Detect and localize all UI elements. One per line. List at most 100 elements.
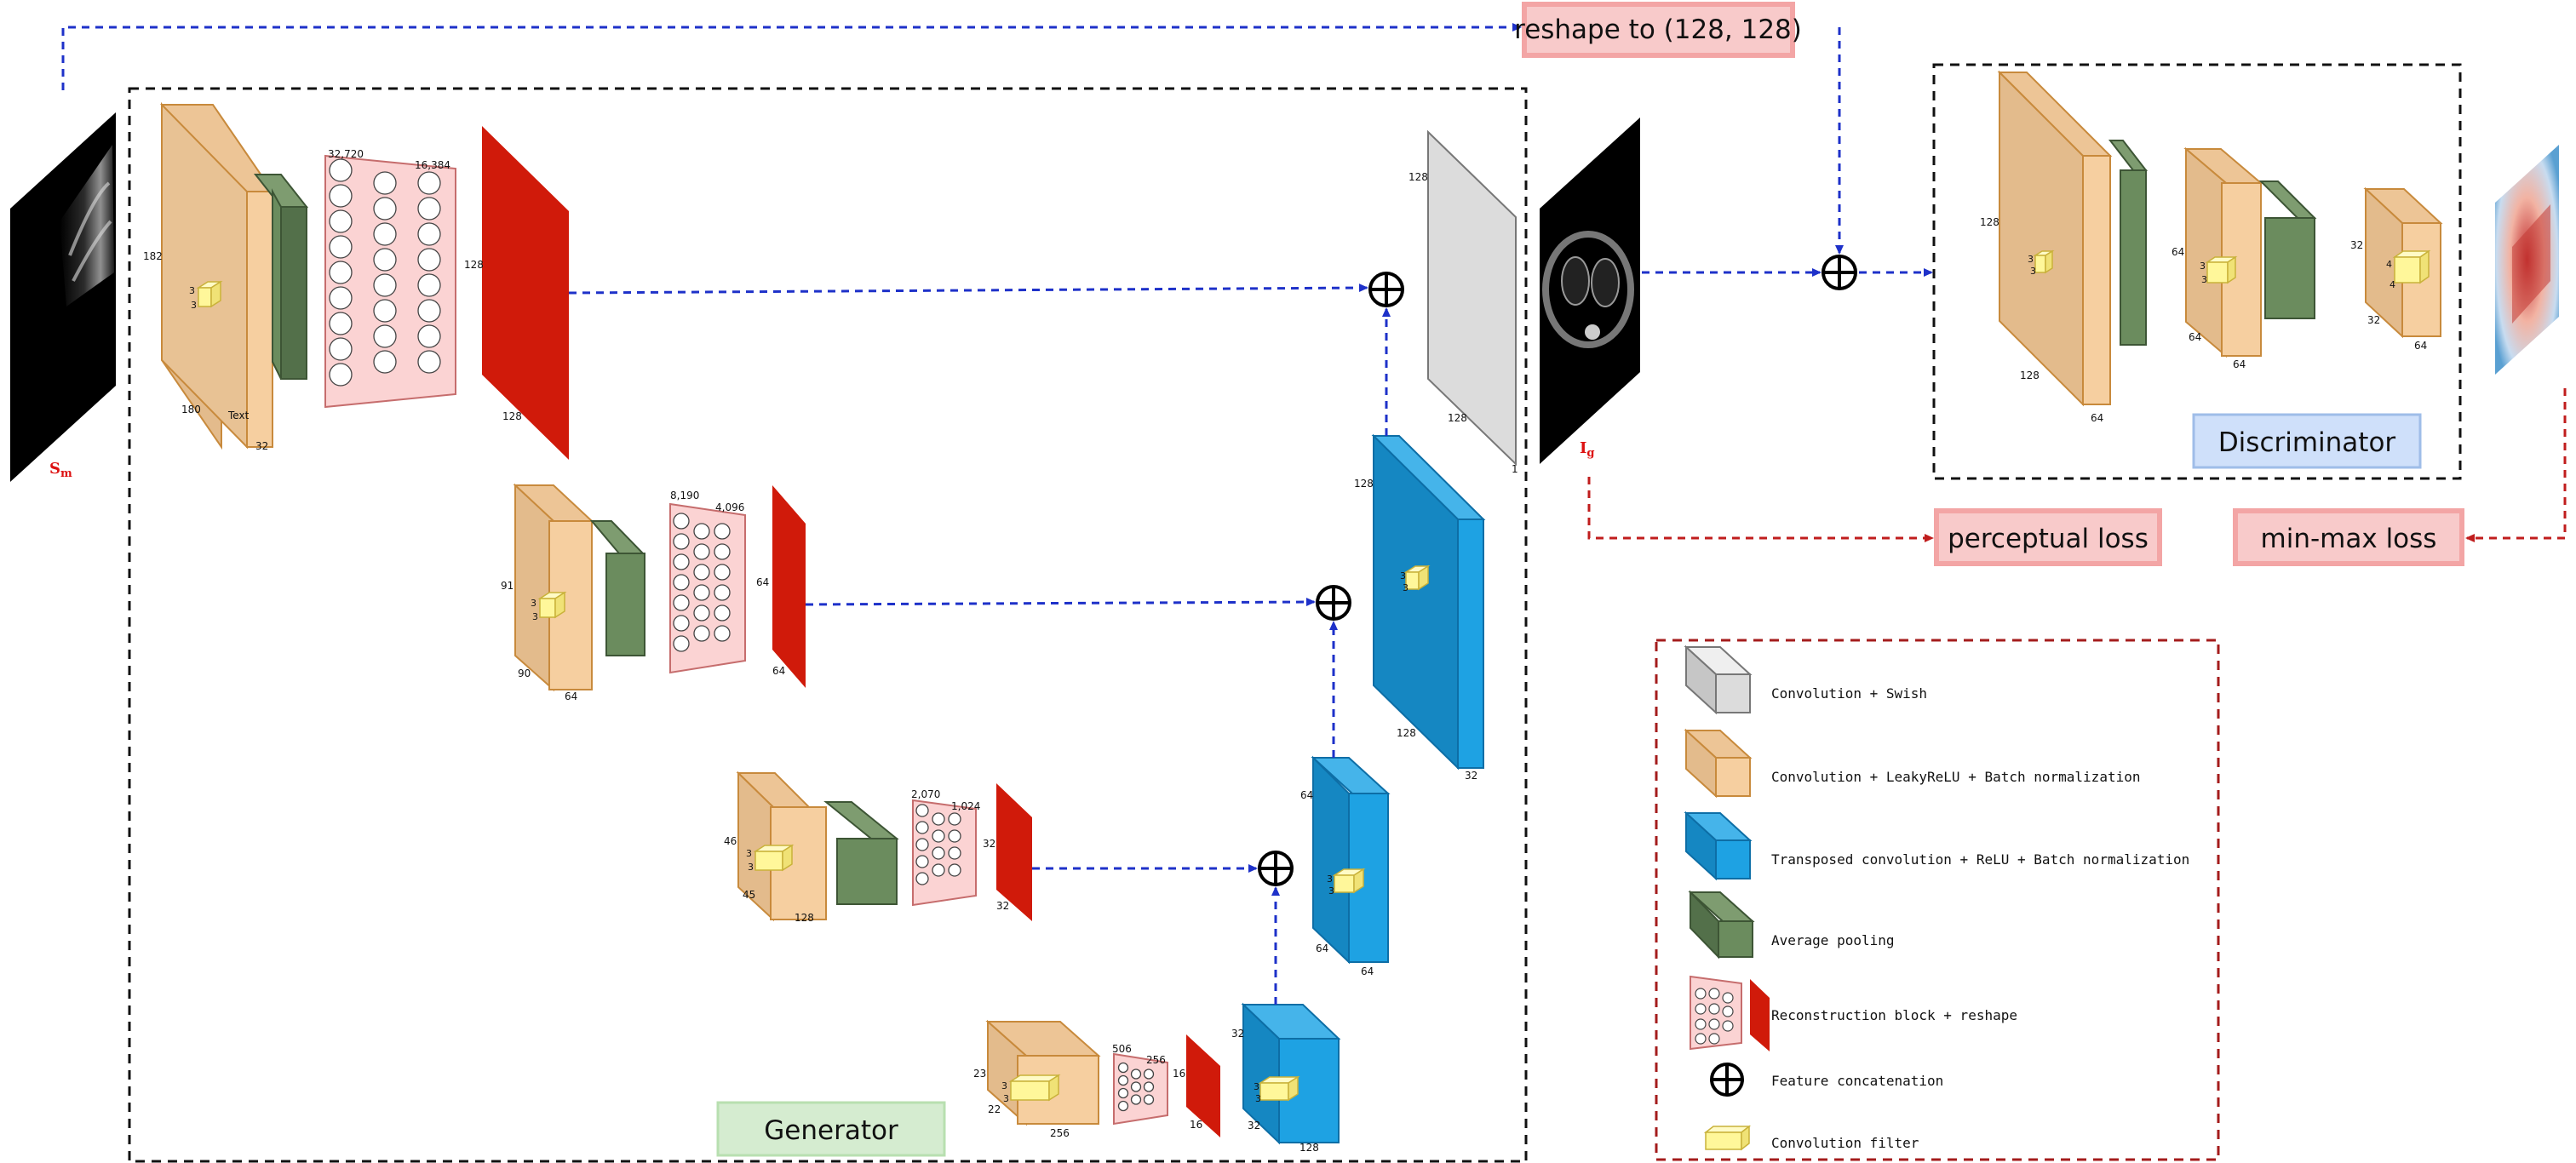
dec1-tconv-block <box>1241 1002 1341 1145</box>
enc3-filter <box>753 844 795 872</box>
disc3-filter-w: 4 <box>2390 279 2395 290</box>
enc2-neuron <box>673 574 690 591</box>
dec2-dim-h: 64 <box>1300 789 1313 801</box>
enc2-rb-out: 4,096 <box>715 501 744 513</box>
generated-image-label: Ig <box>1580 439 1595 460</box>
enc4-neuron <box>1117 1062 1129 1074</box>
enc4-filter <box>1008 1074 1061 1102</box>
dec2-filter-w: 3 <box>1328 885 1334 897</box>
enc1-neuron <box>373 324 397 348</box>
enc1-neuron <box>329 312 353 335</box>
enc3-neuron <box>932 829 945 843</box>
svg-text:perceptual loss: perceptual loss <box>1948 524 2149 554</box>
enc4-filter-w: 3 <box>1003 1093 1009 1104</box>
enc3-reshape-h: 32 <box>983 838 995 850</box>
enc4-rb-out: 256 <box>1146 1054 1166 1066</box>
dec2-filter-h: 3 <box>1327 874 1333 885</box>
enc2-neuron <box>693 543 710 560</box>
legend-text-2: Convolution + LeakyReLU + Batch normaliz… <box>1771 769 2140 785</box>
enc3-reshape-plane <box>996 783 1032 921</box>
enc3-filter-w: 3 <box>748 862 754 873</box>
enc2-conv-block <box>513 483 594 692</box>
enc1-neuron <box>329 363 353 387</box>
enc1-neuron <box>329 184 353 208</box>
enc3-neuron <box>915 855 929 868</box>
enc1-conv-block <box>160 101 274 450</box>
enc2-dim-h: 91 <box>501 580 513 592</box>
enc1-neuron <box>329 209 353 233</box>
legend-reconstruction-block-icon <box>1690 975 1770 1051</box>
enc3-dim-h: 46 <box>724 835 737 847</box>
disc3-dim-h: 32 <box>2350 239 2363 251</box>
concat-icon-disc-input <box>1822 255 1857 290</box>
enc2-rb-in: 8,190 <box>670 490 699 501</box>
enc2-neuron <box>714 543 731 560</box>
dec1-filter-w: 3 <box>1255 1093 1261 1104</box>
svg-text:min-max loss: min-max loss <box>2261 524 2437 554</box>
dec3-dim-c: 32 <box>1465 770 1477 782</box>
enc2-neuron <box>693 564 710 581</box>
enc1-neuron <box>329 235 353 259</box>
enc4-filter-h: 3 <box>1001 1080 1007 1091</box>
enc3-reshape-w: 32 <box>996 900 1009 912</box>
enc2-neuron <box>714 584 731 601</box>
enc2-neuron <box>673 615 690 632</box>
dec1-filter <box>1258 1075 1300 1102</box>
enc2-reshape-h: 64 <box>756 576 769 588</box>
dec3-dim-w: 128 <box>1397 727 1416 739</box>
enc2-neuron <box>673 533 690 550</box>
enc2-reshape-plane <box>772 485 806 688</box>
minmax-loss-box: min-max loss <box>2233 508 2464 566</box>
enc2-neuron <box>714 625 731 642</box>
enc3-dim-c: 128 <box>795 912 814 924</box>
enc3-neuron <box>915 838 929 851</box>
disc1-dim-w: 128 <box>2020 370 2040 381</box>
enc1-neuron <box>417 299 441 323</box>
generator-frame <box>128 87 1528 1163</box>
enc1-neuron <box>373 197 397 221</box>
enc2-neuron <box>693 604 710 622</box>
enc4-rb-in: 506 <box>1112 1043 1132 1055</box>
enc2-filter-w: 3 <box>532 611 538 622</box>
enc3-neuron <box>932 863 945 877</box>
enc3-neuron <box>915 821 929 834</box>
enc4-neuron <box>1117 1087 1129 1099</box>
enc3-neuron <box>915 872 929 885</box>
enc4-reshape-w: 16 <box>1190 1119 1202 1131</box>
svg-text:Generator: Generator <box>764 1115 898 1146</box>
enc2-neuron <box>673 513 690 530</box>
enc3-rb-in: 2,070 <box>911 788 940 800</box>
reshape-box: reshape to (128, 128) <box>1514 2 1802 58</box>
enc1-dim-w: 180 <box>181 404 201 415</box>
enc4-neuron <box>1117 1100 1129 1112</box>
enc3-neuron <box>948 846 961 860</box>
skip-arrow-level1 <box>568 284 1368 295</box>
dec1-dim-c: 128 <box>1299 1142 1319 1154</box>
enc4-reshape-h: 16 <box>1173 1068 1185 1080</box>
enc1-reshape-plane <box>482 126 569 460</box>
reconstruction-neurons <box>329 158 1155 1112</box>
enc2-neuron <box>693 523 710 540</box>
enc1-neuron <box>373 222 397 246</box>
perceptual-loss-arrow <box>1587 477 1934 542</box>
enc1-neuron <box>373 273 397 297</box>
enc1-filter-w: 3 <box>191 300 197 311</box>
enc4-dim-h: 23 <box>973 1068 986 1080</box>
perceptual-loss-box: perceptual loss <box>1934 508 2162 566</box>
enc1-neuron <box>373 171 397 195</box>
disc1-pool-block <box>2108 140 2149 346</box>
enc1-rb-in: 32,720 <box>328 148 364 160</box>
enc1-neuron <box>417 324 441 348</box>
enc1-rb-out: 16,384 <box>415 159 450 171</box>
legend-text-1: Convolution + Swish <box>1771 685 1927 702</box>
concat-icon-gen-level1 <box>1368 272 1404 307</box>
enc3-neuron <box>948 863 961 877</box>
enc2-dim-w: 90 <box>518 667 531 679</box>
disc3-dim-c: 64 <box>2414 340 2427 352</box>
output-dim-c: 1 <box>1512 463 1518 475</box>
enc1-neuron <box>373 350 397 374</box>
enc1-neuron <box>417 222 441 246</box>
enc4-reshape-plane <box>1186 1034 1220 1137</box>
dec1-dim-w: 32 <box>1248 1120 1260 1131</box>
